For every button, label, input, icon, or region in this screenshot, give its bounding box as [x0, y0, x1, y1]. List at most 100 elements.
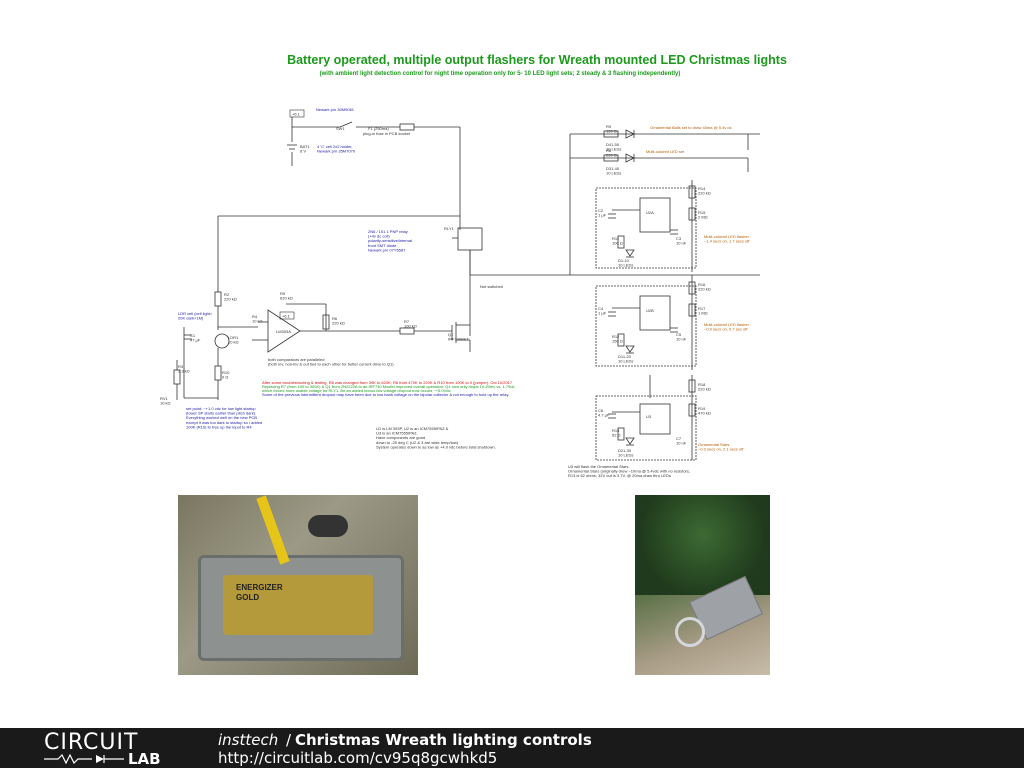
text-line: C1: [190, 333, 196, 338]
text-line: 220 kΩ: [332, 321, 345, 326]
text-line: (both inv, non-inv & out tied to each ot…: [268, 362, 394, 367]
text-line: polarity-sensitive/internal: [368, 238, 412, 243]
voltage-marker-1: +6.1: [292, 112, 301, 117]
text-line: C7: [676, 436, 682, 441]
text-line: 220 Ω: [606, 153, 617, 158]
text-line: 10 LEDs: [606, 147, 621, 152]
schematic-notes-blue: Newark p/n 30M9061 4 'C' cell 2x2 holder…: [178, 107, 509, 429]
text-line: R8: [606, 148, 612, 153]
text-line: 10 LEDs: [606, 171, 621, 176]
text-line: 4 'C' cell 2x2 holder,: [317, 144, 353, 149]
circuitlab-logo-top[interactable]: CIRCUIT: [44, 730, 139, 755]
text-line: ~1.4 secs on, 1.7 secs off: [704, 239, 750, 244]
voltage-marker-box-1: [289, 109, 305, 118]
comparator-label: LM393A: [276, 329, 291, 334]
ornstars-note: Ornamental Stars~0.3 secs on, 2.1 secs o…: [698, 442, 744, 452]
switch-label: SW1: [336, 126, 345, 131]
text-line: R13: [612, 428, 620, 433]
text-line: R12: [612, 334, 620, 339]
u2a-label: U2A: [646, 210, 654, 215]
battery-holder-note: 4 'C' cell 2x2 holder,Newark p/n 35M7079: [317, 144, 356, 154]
text-line: except it was too dark to startup so I a…: [186, 420, 262, 425]
blue-note-3: Some of the previous intermittent dropou…: [262, 392, 509, 397]
diagram-subtitle: (with ambient light detection control fo…: [319, 71, 681, 77]
text-line: RV1: [160, 396, 168, 401]
text-line: R7: [404, 319, 410, 324]
text-line: Q1: [448, 332, 454, 337]
text-line: IRF730FET: [448, 337, 469, 342]
text-line: 10 LEDs: [618, 453, 633, 458]
text-line: 220 kΩ: [698, 287, 711, 292]
green-note-2: which forced more usable voltage for RLY…: [262, 388, 452, 393]
text-line: System operates down to as low as +4.0 v…: [376, 444, 496, 449]
footer-bar: [0, 728, 1024, 768]
text-line: R15: [698, 210, 706, 215]
schematic-notes-red-green: After some troubleshooting & testing, R8…: [262, 380, 515, 393]
text-line: R19: [698, 406, 706, 411]
text-line: C4: [598, 306, 604, 311]
relay-note: 2N6 / 151 1 PNP relay(+4v dc coil)polari…: [368, 229, 412, 252]
text-line: (+4v dc coil): [368, 234, 390, 239]
fuse-label: F1 (250ma): [368, 126, 389, 131]
text-line: 10 kΩ: [252, 319, 263, 324]
text-line: U3 will flash the Ornamental Stars: [568, 464, 628, 469]
text-line: ~0.9 secs on, 0.7 sec off: [704, 327, 748, 332]
green-note-1: Replacing R7 (from 100 to 300K) & Q1 fro…: [262, 384, 515, 389]
text-line: 470 kΩ: [698, 411, 711, 416]
schematic-wires: [173, 117, 760, 461]
text-line: front SMT diode: [368, 243, 397, 248]
text-line: 10 nF: [676, 441, 687, 446]
voltage-marker-2: +6.1: [282, 314, 291, 319]
text-line: 2N6 / 151 1 PNP relay: [368, 229, 408, 234]
text-line: 1 MΩ: [698, 311, 708, 316]
text-line: LDR cell (cell light=: [178, 311, 213, 316]
text-line: 220 kΩ: [698, 387, 711, 392]
text-line: R5: [280, 291, 286, 296]
text-line: R11: [612, 236, 620, 241]
text-line: 100 kΩ: [404, 324, 417, 329]
flasher2-note: Multi-colored LED flasher~0.9 secs on, 0…: [704, 322, 750, 332]
diagram-title: Battery operated, multiple output flashe…: [287, 53, 787, 67]
schematic-notes-orange: Ornamental Balls set to draw 40ma @ 5.4v…: [646, 125, 750, 452]
not-switched-label: Not switched: [480, 284, 503, 289]
wreath-greenery: [635, 495, 770, 595]
text-line: R6: [332, 316, 338, 321]
text-line: R14: [698, 186, 706, 191]
text-line: C5: [676, 332, 682, 337]
text-line: set point: ~+1.0 vdc for low light start…: [186, 406, 256, 411]
battery-box-photo: ENERGIZER GOLD: [178, 495, 418, 675]
text-line: D41-50: [606, 142, 620, 147]
ic-note: U1 is LM 393P, U2 is an ICM7555IPAZ &U3 …: [376, 426, 496, 449]
text-line: R16: [698, 282, 706, 287]
red-note: After some troubleshooting & testing, R8…: [262, 380, 513, 385]
text-line: C6: [598, 408, 604, 413]
footer-author[interactable]: insttech: [218, 731, 279, 749]
text-line: R13 is 62 ohms; 32V out is 3.7V, @ 20ma …: [568, 473, 671, 478]
u3-label: U3: [646, 414, 652, 419]
battery-label-1: ENERGIZER: [236, 583, 283, 592]
footer-url[interactable]: http://circuitlab.com/cv95q8gcwhkd5: [218, 749, 498, 767]
text-line: Ornamental Stars (originally drew ~10ma …: [568, 469, 690, 474]
text-line: both comparators are paralleled: [268, 357, 324, 362]
circuitlab-logo-bottom[interactable]: LAB: [128, 750, 161, 768]
